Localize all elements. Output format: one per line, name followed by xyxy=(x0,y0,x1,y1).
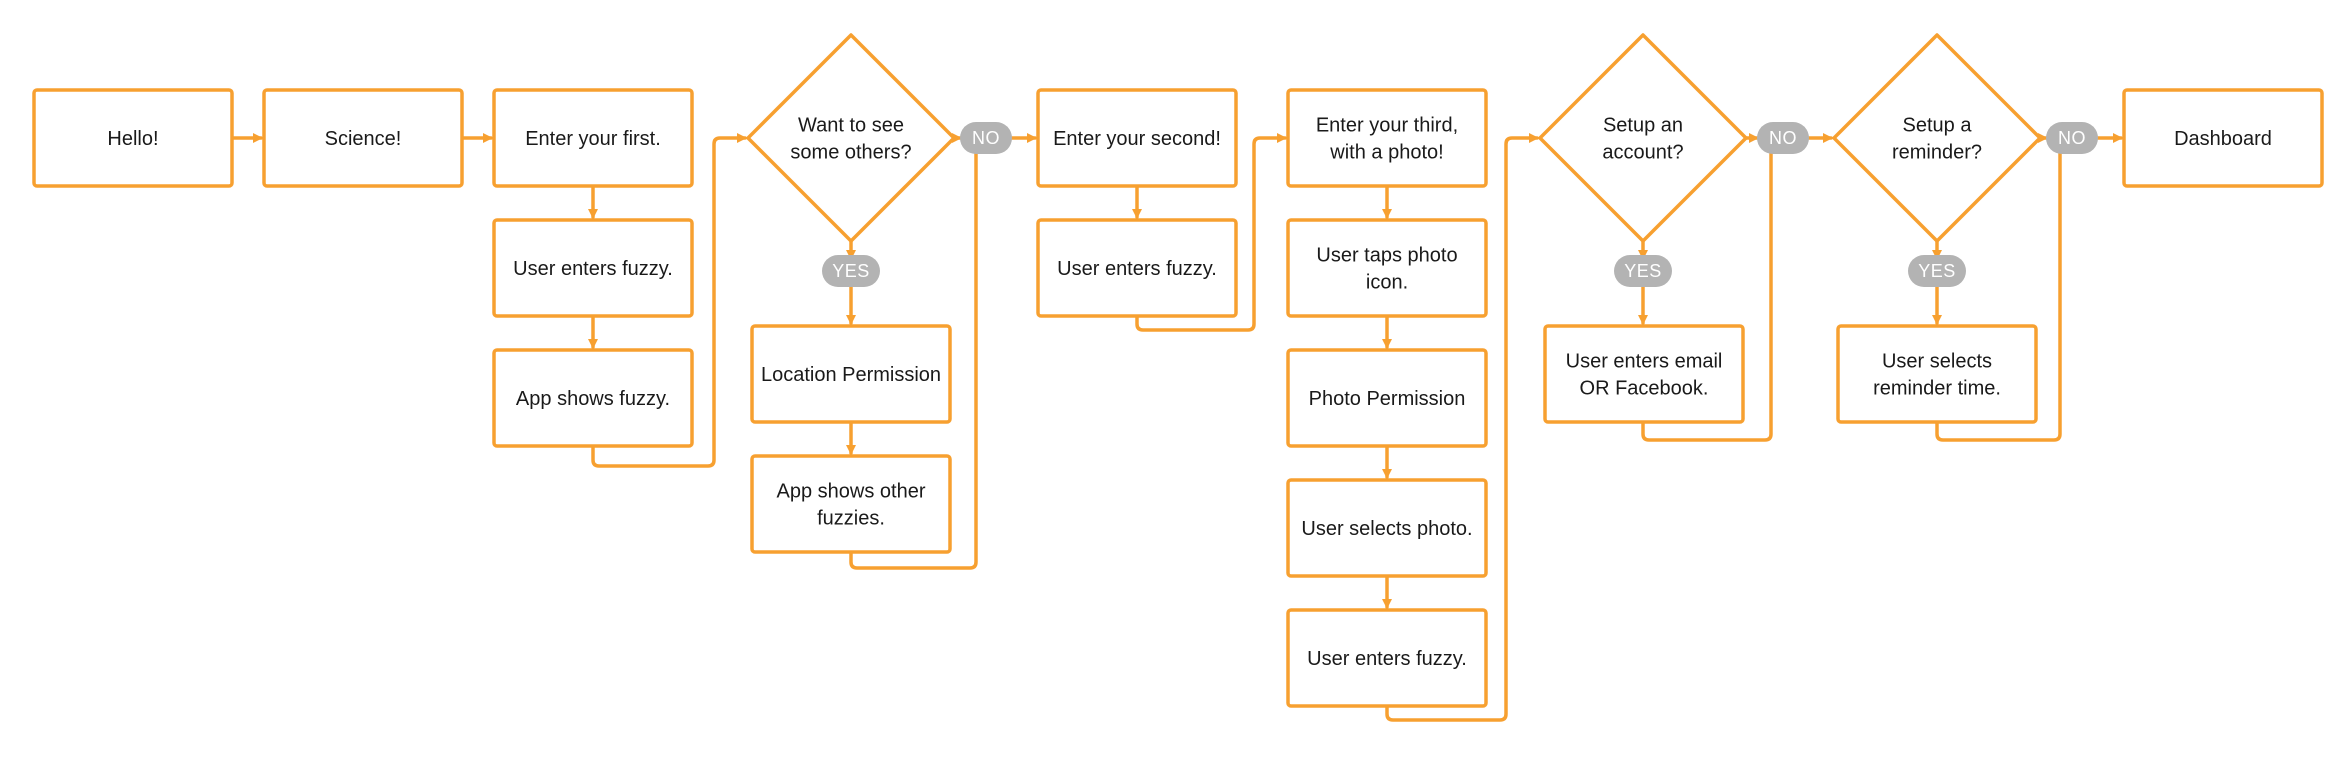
node-appfuzzy: App shows fuzzy. xyxy=(492,348,694,448)
node-label: fuzzies. xyxy=(817,508,885,530)
branch-pill xyxy=(960,122,1012,154)
node-label: Photo Permission xyxy=(1309,388,1466,410)
node-photoperm: Photo Permission xyxy=(1286,348,1488,448)
branch-pill xyxy=(2046,122,2098,154)
node-d1: Want to see some others? xyxy=(746,33,956,243)
branch-pill xyxy=(1757,122,1809,154)
pill-no1: NO xyxy=(960,122,1012,154)
process-box xyxy=(262,88,464,188)
node-label: Setup a xyxy=(1903,115,1973,137)
edge-fuzzy3-d2 xyxy=(1385,133,1539,722)
node-fuzzy2: User enters fuzzy. xyxy=(1036,218,1238,318)
node-dashboard: Dashboard xyxy=(2122,88,2324,188)
decision-diamond xyxy=(1538,33,1748,243)
node-label: Want to see xyxy=(798,115,904,137)
node-fuzzy3: User enters fuzzy. xyxy=(1286,608,1488,708)
node-label: with a photo! xyxy=(1329,142,1443,164)
branch-label: YES xyxy=(1624,261,1662,281)
node-location: Location Permission xyxy=(750,324,952,424)
branch-pill xyxy=(1908,255,1966,287)
node-label: User selects xyxy=(1882,351,1992,373)
process-box xyxy=(492,88,694,188)
node-label: User selects photo. xyxy=(1301,518,1472,540)
branch-labels: NO YES NO YES NO YES xyxy=(822,122,2098,287)
node-label: reminder time. xyxy=(1873,378,2001,400)
decision-diamond xyxy=(746,33,956,243)
node-label: App shows other xyxy=(777,481,926,503)
node-label: reminder? xyxy=(1892,142,1982,164)
pill-no2: NO xyxy=(1757,122,1809,154)
node-fuzzy1: User enters fuzzy. xyxy=(492,218,694,318)
node-label: some others? xyxy=(790,142,911,164)
process-box xyxy=(1036,88,1238,188)
node-science: Science! xyxy=(262,88,464,188)
node-label: App shows fuzzy. xyxy=(516,388,670,410)
node-d3: Setup a reminder? xyxy=(1832,33,2042,243)
process-box xyxy=(492,218,694,318)
branch-label: NO xyxy=(2058,128,2086,148)
node-label: Location Permission xyxy=(761,364,941,386)
node-label: Enter your first. xyxy=(525,128,661,150)
node-email: User enters email OR Facebook. xyxy=(1543,324,1745,424)
node-label: Enter your third, xyxy=(1316,115,1458,137)
process-box xyxy=(1036,218,1238,318)
node-reminder: User selects reminder time. xyxy=(1836,324,2038,424)
process-box xyxy=(1543,324,1745,424)
process-box xyxy=(1836,324,2038,424)
node-label: account? xyxy=(1602,142,1683,164)
process-box xyxy=(1286,218,1488,318)
node-label: User taps photo xyxy=(1316,245,1457,267)
node-label: Dashboard xyxy=(2174,128,2272,150)
process-box xyxy=(1286,88,1488,188)
decision-diamond xyxy=(1832,33,2042,243)
node-label: icon. xyxy=(1366,272,1408,294)
node-label: User enters email xyxy=(1566,351,1723,373)
process-box xyxy=(492,348,694,448)
node-label: User enters fuzzy. xyxy=(1057,258,1217,280)
node-d2: Setup an account? xyxy=(1538,33,1748,243)
process-box xyxy=(1286,478,1488,578)
node-label: OR Facebook. xyxy=(1580,378,1709,400)
branch-pill xyxy=(822,255,880,287)
edge-fuzzy2-third xyxy=(1135,133,1287,332)
node-hello: Hello! xyxy=(32,88,234,188)
node-label: Enter your second! xyxy=(1053,128,1221,150)
node-taps: User taps photo icon. xyxy=(1286,218,1488,318)
branch-label: YES xyxy=(832,261,870,281)
process-box xyxy=(750,454,952,554)
branch-label: NO xyxy=(1769,128,1797,148)
process-box xyxy=(32,88,234,188)
node-selphoto: User selects photo. xyxy=(1286,478,1488,578)
edge-appfuzzy-d1 xyxy=(591,133,747,468)
branch-label: NO xyxy=(972,128,1000,148)
pill-no3: NO xyxy=(2046,122,2098,154)
node-second: Enter your second! xyxy=(1036,88,1238,188)
node-third: Enter your third, with a photo! xyxy=(1286,88,1488,188)
process-box xyxy=(750,324,952,424)
node-label: Science! xyxy=(325,128,402,150)
node-label: Setup an xyxy=(1603,115,1683,137)
node-label: User enters fuzzy. xyxy=(1307,648,1467,670)
pill-yes3: YES xyxy=(1908,255,1966,287)
pill-yes2: YES xyxy=(1614,255,1672,287)
process-box xyxy=(1286,608,1488,708)
nodes: Hello! Science! Enter your first. User ente… xyxy=(32,33,2324,708)
node-others: App shows other fuzzies. xyxy=(750,454,952,554)
pill-yes1: YES xyxy=(822,255,880,287)
node-label: Hello! xyxy=(107,128,158,150)
process-box xyxy=(1286,348,1488,448)
branch-label: YES xyxy=(1918,261,1956,281)
node-label: User enters fuzzy. xyxy=(513,258,673,280)
process-box xyxy=(2122,88,2324,188)
branch-pill xyxy=(1614,255,1672,287)
node-first: Enter your first. xyxy=(492,88,694,188)
